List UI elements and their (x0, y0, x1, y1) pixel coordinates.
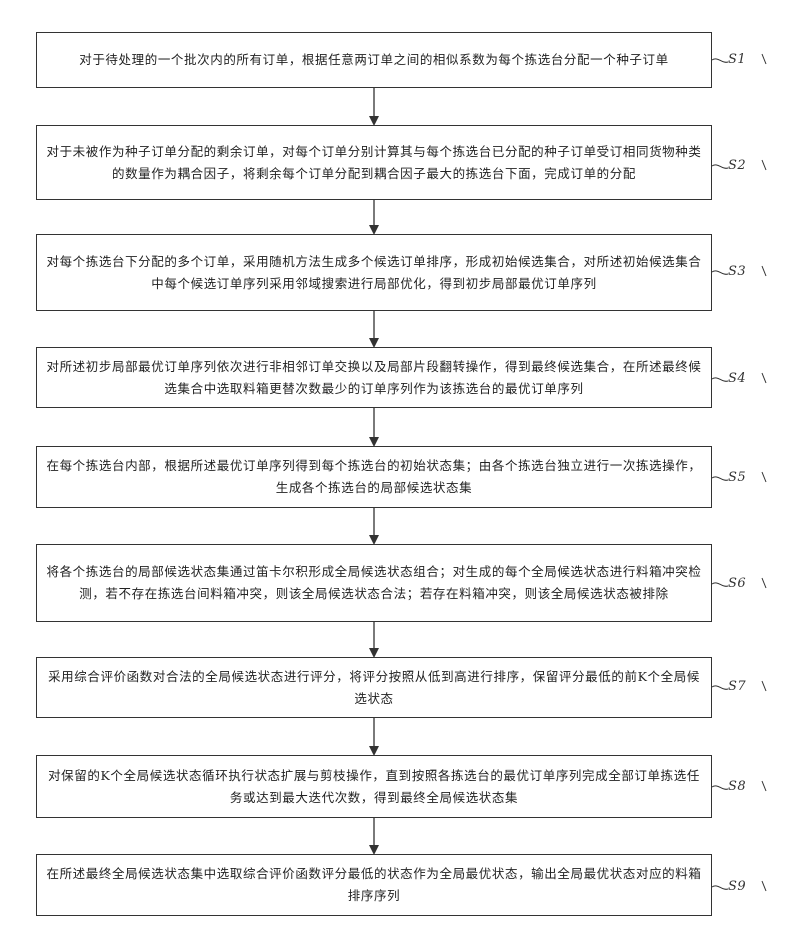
step-box-s1: 对于待处理的一个批次内的所有订单，根据任意两订单之间的相似系数为每个拣选台分配一… (36, 32, 712, 88)
step-box-s6: 将各个拣选台的局部候选状态集通过笛卡尔积形成全局候选状态组合；对生成的每个全局候… (36, 544, 712, 622)
step-box-s2: 对于未被作为种子订单分配的剩余订单，对每个订单分别计算其与每个拣选台已分配的种子… (36, 125, 712, 200)
step-text: 对保留的K个全局候选状态循环执行状态扩展与剪枝操作，直到按照各拣选台的最优订单序… (48, 767, 700, 805)
hook-s6 (761, 577, 767, 589)
step-label: S3 (728, 264, 747, 279)
step-label: S7 (728, 679, 747, 694)
hook-s2 (761, 159, 767, 171)
leader-s5 (711, 476, 729, 481)
step-label: S4 (728, 371, 747, 386)
step-box-s4: 对所述初步局部最优订单序列依次进行非相邻订单交换以及局部片段翻转操作，得到最终候… (36, 347, 712, 408)
step-label: S8 (728, 779, 747, 794)
hook-s4 (761, 372, 767, 384)
step-text: 在每个拣选台内部，根据所述最优订单序列得到每个拣选台的初始状态集；由各个拣选台独… (46, 458, 702, 495)
step-text: 对于待处理的一个批次内的所有订单，根据任意两订单之间的相似系数为每个拣选台分配一… (79, 52, 669, 67)
hook-s7 (761, 680, 767, 692)
step-text: 将各个拣选台的局部候选状态集通过笛卡尔积形成全局候选状态组合；对生成的每个全局候… (46, 564, 702, 601)
leader-s9 (711, 885, 729, 890)
step-text: 在所述最终全局候选状态集中选取综合评价函数评分最低的状态作为全局最优状态，输出全… (46, 866, 702, 903)
step-box-s5: 在每个拣选台内部，根据所述最优订单序列得到每个拣选台的初始状态集；由各个拣选台独… (36, 446, 712, 508)
step-label: S9 (728, 879, 747, 894)
step-box-s3: 对每个拣选台下分配的多个订单，采用随机方法生成多个候选订单排序，形成初始候选集合… (36, 234, 712, 311)
step-box-s7: 采用综合评价函数对合法的全局候选状态进行评分，将评分按照从低到高进行排序，保留评… (36, 657, 712, 718)
step-text: 对于未被作为种子订单分配的剩余订单，对每个订单分别计算其与每个拣选台已分配的种子… (46, 143, 702, 181)
step-label: S2 (728, 158, 747, 173)
leader-s7 (711, 685, 729, 690)
step-label: S6 (728, 576, 747, 591)
step-label: S5 (728, 470, 747, 485)
step-text: 采用综合评价函数对合法的全局候选状态进行评分，将评分按照从低到高进行排序，保留评… (48, 668, 700, 706)
hook-s3 (761, 265, 767, 277)
step-box-s9: 在所述最终全局候选状态集中选取综合评价函数评分最低的状态作为全局最优状态，输出全… (36, 854, 712, 916)
hook-s9 (761, 880, 767, 892)
hook-s5 (761, 471, 767, 483)
step-text: 对所述初步局部最优订单序列依次进行非相邻订单交换以及局部片段翻转操作，得到最终候… (46, 358, 702, 396)
leader-s6 (711, 582, 729, 587)
leader-s1 (711, 58, 729, 63)
step-box-s8: 对保留的K个全局候选状态循环执行状态扩展与剪枝操作，直到按照各拣选台的最优订单序… (36, 755, 712, 818)
step-label: S1 (728, 52, 747, 67)
leader-s4 (711, 377, 729, 382)
hook-s1 (761, 53, 767, 65)
leader-s2 (711, 164, 729, 169)
hook-s8 (761, 780, 767, 792)
step-text: 对每个拣选台下分配的多个订单，采用随机方法生成多个候选订单排序，形成初始候选集合… (46, 253, 702, 291)
leader-s8 (711, 785, 729, 790)
leader-s3 (711, 270, 729, 275)
